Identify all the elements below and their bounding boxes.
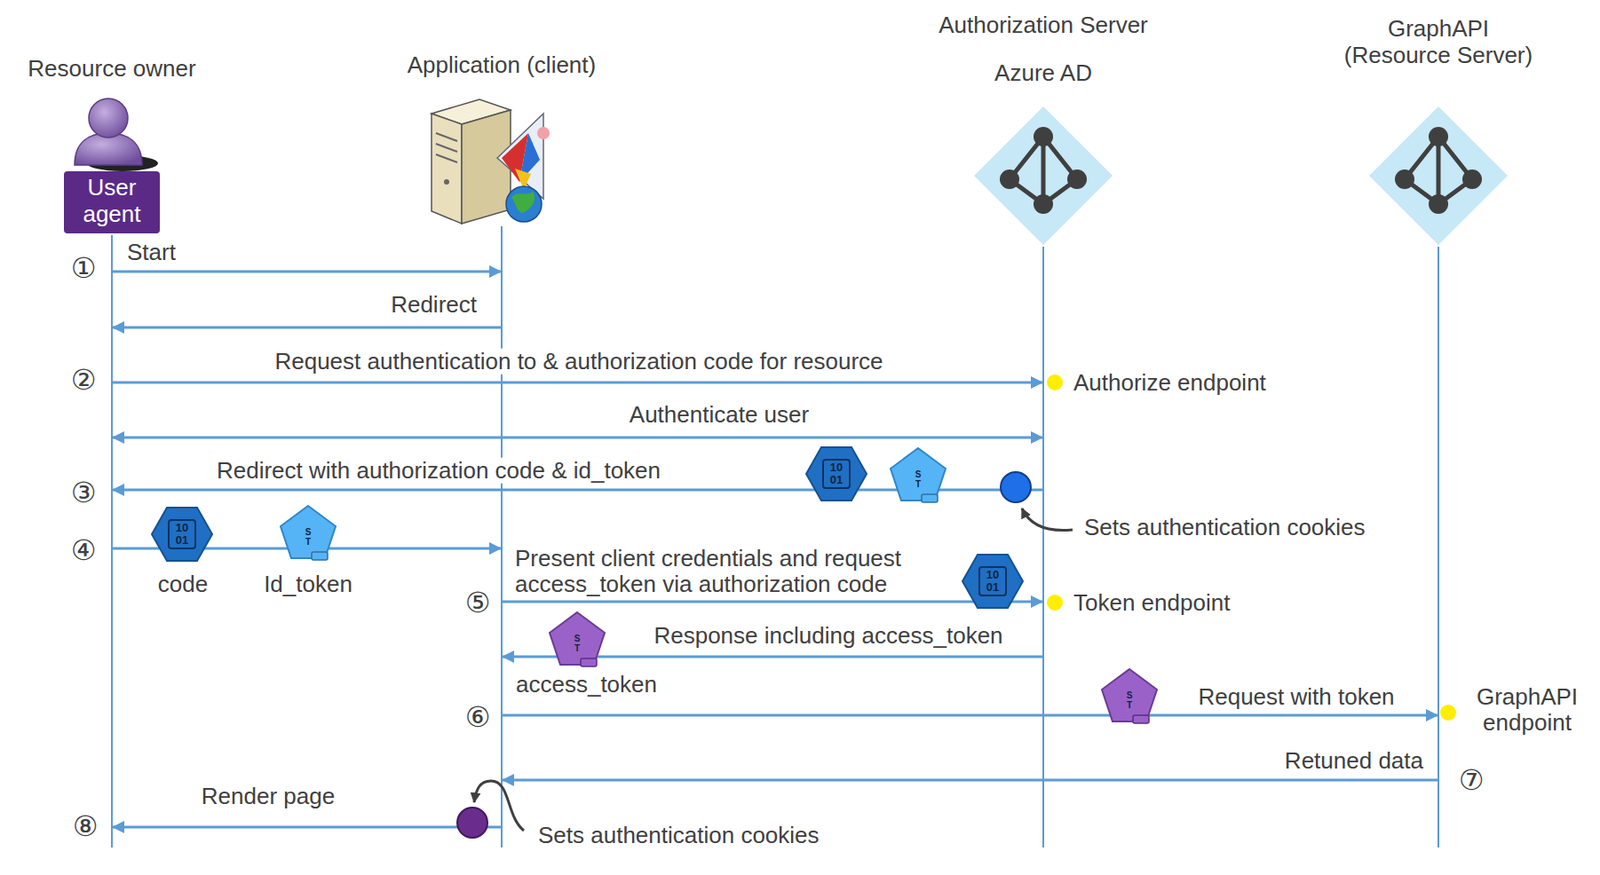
endpoint-dot xyxy=(1440,704,1457,721)
id-token xyxy=(890,448,946,503)
endpoint-dot xyxy=(1046,374,1063,391)
participant-label: Resource owner xyxy=(27,55,196,83)
code-token xyxy=(151,507,213,562)
access-token xyxy=(549,612,605,667)
message-label: Authenticate user xyxy=(626,402,812,428)
agent-box: Resource ownerUser agent xyxy=(63,171,160,234)
token-glyph: 10 01 xyxy=(827,461,846,486)
participant-node: GraphAPI (Resource Server) xyxy=(1369,106,1508,246)
step-number: ② xyxy=(71,364,97,397)
message-label: Render page xyxy=(198,784,338,810)
step-number: ⑦ xyxy=(1458,765,1485,797)
step-number: ⑤ xyxy=(465,587,492,619)
message-arrow xyxy=(111,270,502,274)
step-number: ⑧ xyxy=(72,811,99,843)
message-label: Request authentication to & authorizatio… xyxy=(271,348,886,375)
step-number: ⑥ xyxy=(465,702,492,734)
step-number: ① xyxy=(71,253,97,285)
message-arrow xyxy=(111,826,502,830)
person-icon xyxy=(74,98,159,172)
directory-icon xyxy=(1369,106,1508,246)
token-glyph: S T xyxy=(305,528,312,547)
participant-label: Authorization Server xyxy=(938,12,1149,40)
message-label: Present client credentials and request a… xyxy=(512,546,962,597)
annotation-label: Token endpoint xyxy=(1070,590,1233,617)
endpoint-dot xyxy=(1046,594,1063,611)
token-glyph: 10 01 xyxy=(983,569,1002,594)
participant-node: Application (client) xyxy=(438,96,565,225)
message-arrow xyxy=(501,779,1439,783)
message-label: Redirect xyxy=(388,292,480,318)
cookie-dot xyxy=(457,807,488,839)
message-arrow xyxy=(111,326,502,330)
message-label: Start xyxy=(124,239,179,266)
lifeline xyxy=(500,226,503,848)
lifeline xyxy=(1437,246,1440,848)
annotation-label: access_token xyxy=(513,672,660,698)
token-glyph: S T xyxy=(1126,691,1133,711)
token-glyph: S T xyxy=(915,470,922,490)
agent-label: User agent xyxy=(69,174,155,229)
server-icon xyxy=(431,99,550,224)
participant-node: Authorization ServerAzure AD xyxy=(974,106,1113,246)
leader-arrow xyxy=(1021,508,1073,531)
token-glyph: 10 01 xyxy=(173,522,191,547)
message-arrow xyxy=(501,601,1044,604)
message-arrow xyxy=(501,714,1439,718)
annotation-label: Authorize endpoint xyxy=(1070,370,1269,397)
step-number: ④ xyxy=(71,535,97,567)
id-token xyxy=(280,506,336,561)
annotation-label: Sets authentication cookies xyxy=(535,823,823,849)
message-arrow xyxy=(111,436,1044,440)
annotation-label: Sets authentication cookies xyxy=(1081,514,1369,541)
access-token xyxy=(1101,669,1157,724)
participant-label: Azure AD xyxy=(994,60,1093,88)
code-token xyxy=(962,554,1023,609)
message-label: Request with token xyxy=(1195,684,1397,711)
message-label: Response including access_token xyxy=(650,623,1006,650)
message-label: Redirect with authorization code & id_to… xyxy=(213,458,664,484)
lifeline xyxy=(1042,246,1045,848)
cookie-dot xyxy=(1000,472,1031,503)
message-arrow xyxy=(111,381,1044,385)
code-token xyxy=(806,447,867,501)
annotation-label: Id_token xyxy=(261,571,356,598)
participant-label: GraphAPI (Resource Server) xyxy=(1333,15,1544,70)
message-label: Retuned data xyxy=(1282,748,1426,775)
directory-icon xyxy=(974,106,1113,246)
participant-label: Application (client) xyxy=(407,52,596,80)
token-glyph: S T xyxy=(574,634,581,654)
leader-arrow xyxy=(474,781,524,832)
annotation-label: GraphAPI endpoint xyxy=(1462,684,1593,736)
step-number: ③ xyxy=(71,477,97,509)
annotation-label: code xyxy=(155,571,211,598)
